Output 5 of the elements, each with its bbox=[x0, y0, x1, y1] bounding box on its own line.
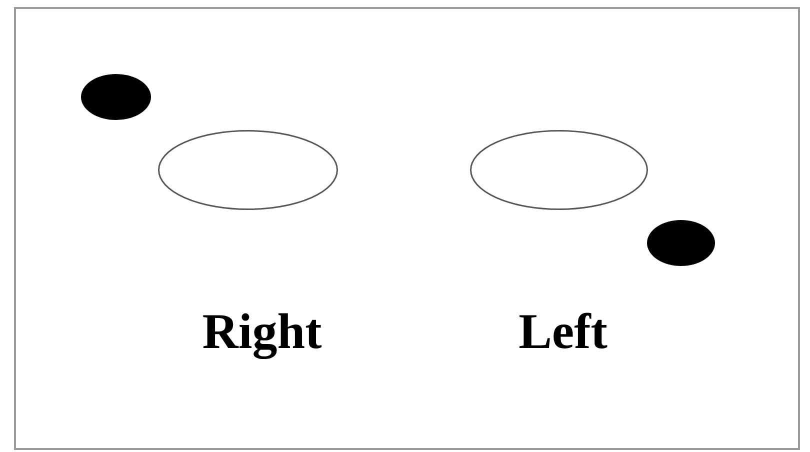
dot-marker bbox=[647, 220, 715, 266]
dot-marker bbox=[81, 74, 151, 120]
side-label: Left bbox=[518, 306, 608, 356]
ellipse-outline bbox=[158, 130, 338, 210]
ellipse-outline bbox=[470, 130, 648, 210]
